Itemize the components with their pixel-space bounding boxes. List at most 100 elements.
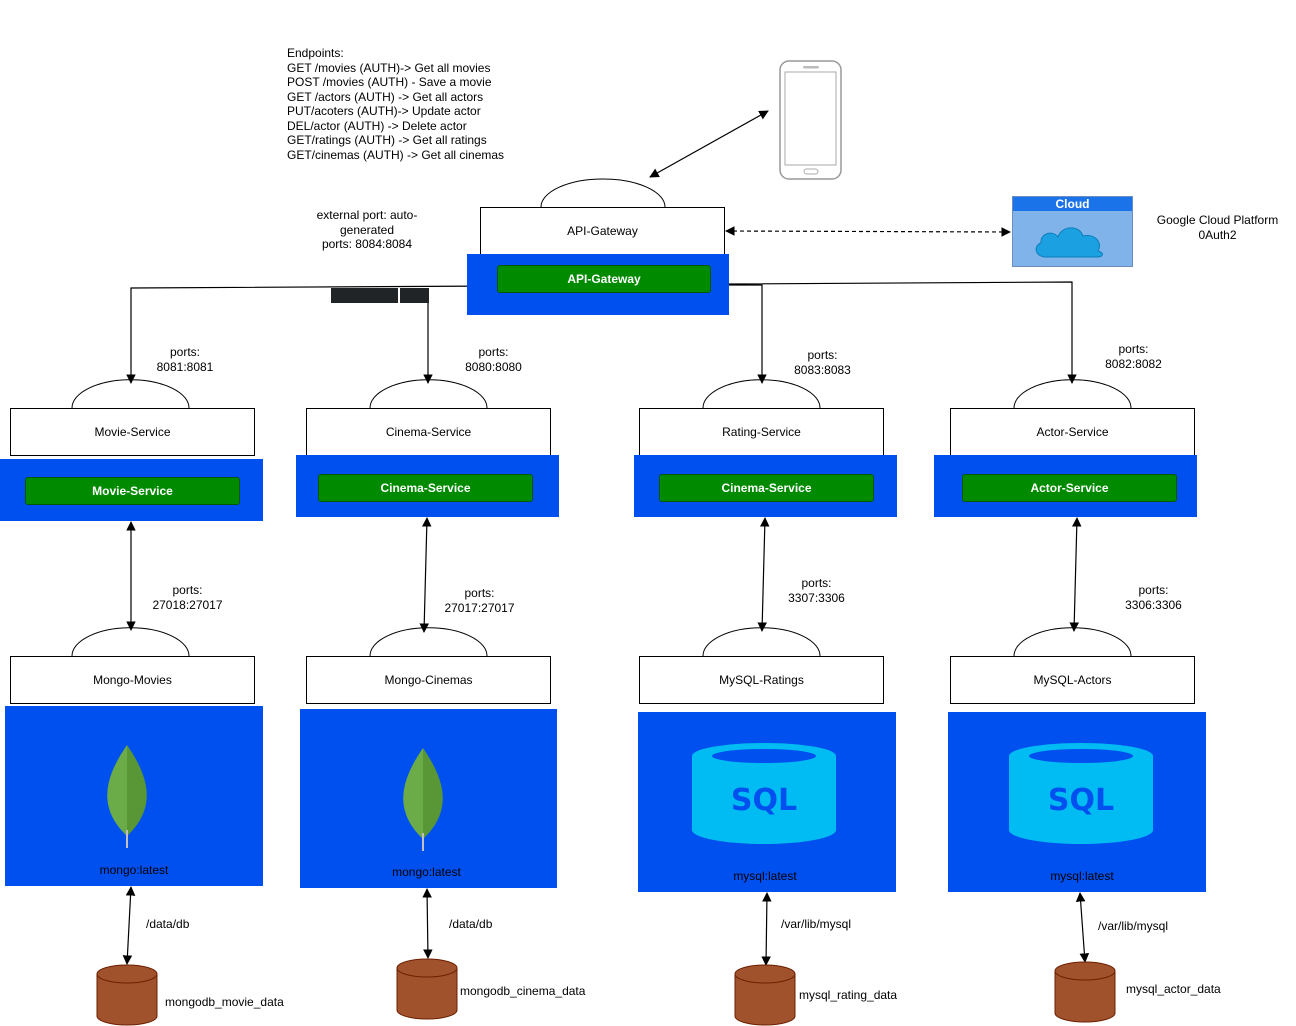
cloud-caption-line: Google Cloud Platform: [1156, 213, 1279, 227]
cinema-db-link: [419, 517, 432, 633]
mongo-cinemas-arc: [369, 627, 488, 657]
cinema-volume-path: /data/db: [449, 917, 493, 931]
ports-value: 27018:27017: [152, 597, 223, 612]
actor-volume-link: [1075, 892, 1090, 963]
endpoint-line: POST /movies (AUTH) - Save a movie: [287, 75, 492, 89]
actor-service-label: Actor-Service: [1036, 425, 1109, 439]
endpoint-line: GET/cinemas (AUTH) -> Get all cinemas: [287, 147, 505, 162]
mongo-movies-arc: [71, 627, 190, 657]
mysql-ratings-box[interactable]: MySQL-Ratings: [639, 656, 884, 704]
gateway-port-line: generated: [339, 222, 395, 237]
ports-value: 8080:8080: [465, 359, 522, 374]
ports-value: 8083:8083: [794, 362, 851, 377]
mongo-cinemas-image: mongo:latest: [300, 709, 557, 888]
rating-arc: [702, 379, 821, 409]
movie-service-label: Movie-Service: [94, 425, 171, 439]
rating-service-box[interactable]: Rating-Service: [639, 408, 884, 456]
mysql-actors-arc: [1013, 627, 1132, 657]
rating-volume-link: [761, 892, 772, 966]
mongodb-leaf-icon: [107, 745, 147, 848]
gateway-port-line: external port: auto-: [316, 208, 418, 222]
movie-db-ports: ports: 27018:27017: [140, 583, 235, 612]
rating-db-link: [757, 517, 770, 632]
actor-db-ports: ports: 3306:3306: [1106, 583, 1201, 612]
phone-gateway-link: [649, 110, 769, 178]
sql-database-icon: SQL: [692, 743, 836, 844]
mysql-ratings-image-label: mysql:latest: [733, 869, 797, 883]
ports-title: ports:: [478, 345, 509, 359]
actor-service-box[interactable]: Actor-Service: [950, 408, 1195, 456]
endpoints-title: Endpoints:: [287, 46, 344, 60]
mongodb-leaf-icon: [403, 748, 443, 851]
mongo-cinemas-box[interactable]: Mongo-Cinemas: [306, 656, 551, 704]
rating-db-ports: ports: 3307:3306: [769, 576, 864, 605]
volume-cylinder-icon: [1054, 961, 1116, 1023]
cloud-panel: Cloud: [1012, 196, 1133, 267]
ports-title: ports:: [464, 586, 495, 600]
actor-arc: [1013, 379, 1132, 409]
ports-value: 8082:8082: [1105, 356, 1162, 371]
cinema-arc: [369, 379, 488, 409]
movie-volume-link: [122, 886, 136, 965]
rating-volume-path: /var/lib/mysql: [781, 917, 852, 931]
gateway-container-text: API-Gateway: [567, 272, 641, 286]
cinema-db-ports: ports: 27017:27017: [432, 586, 527, 615]
gateway-container-label[interactable]: API-Gateway: [497, 265, 711, 293]
movie-service-container-label[interactable]: Movie-Service: [25, 477, 240, 505]
actor-service-ports: ports: 8082:8082: [1086, 342, 1181, 371]
mongo-movies-box[interactable]: Mongo-Movies: [10, 656, 255, 704]
endpoint-line: PUT/acoters (AUTH)-> Update actor: [287, 104, 481, 118]
rating-service-ports: ports: 8083:8083: [775, 348, 870, 377]
mongo-cinemas-label: Mongo-Cinemas: [384, 673, 473, 687]
container-label-text: Actor-Service: [1030, 481, 1109, 495]
endpoint-line: GET/ratings (AUTH) -> Get all ratings: [287, 133, 487, 147]
gateway-cloud-link: [725, 226, 1011, 237]
sql-database-icon: SQL: [1009, 743, 1153, 844]
ports-title: ports:: [1138, 583, 1169, 597]
cinema-service-box[interactable]: Cinema-Service: [306, 408, 551, 456]
cloud-header: Cloud: [1013, 197, 1132, 211]
endpoints-note: Endpoints: GET /movies (AUTH)-> Get all …: [287, 46, 504, 162]
rating-volume-name: mysql_rating_data: [799, 988, 898, 1002]
gateway-arc: [540, 178, 666, 208]
ports-value: 8081:8081: [156, 359, 214, 374]
mysql-actors-box[interactable]: MySQL-Actors: [950, 656, 1195, 704]
actor-volume-name: mysql_actor_data: [1126, 982, 1221, 996]
ports-title: ports:: [169, 345, 200, 359]
ports-title: ports:: [801, 576, 832, 590]
cinema-service-ports: ports: 8080:8080: [446, 345, 541, 374]
endpoint-line: GET /actors (AUTH) -> Get all actors: [287, 89, 484, 104]
actor-service-container-label[interactable]: Actor-Service: [962, 474, 1177, 502]
ports-title: ports:: [807, 348, 838, 362]
ports-value: 3306:3306: [1125, 597, 1182, 612]
endpoint-line: DEL/actor (AUTH) -> Delete actor: [287, 118, 467, 133]
mongo-movies-image: mongo:latest: [5, 706, 263, 886]
gateway-box-label: API-Gateway: [567, 224, 638, 238]
actor-volume-path: /var/lib/mysql: [1098, 919, 1169, 933]
ports-value: 3307:3306: [788, 590, 845, 605]
movie-volume-name: mongodb_movie_data: [165, 995, 284, 1009]
mysql-actors-image-label: mysql:latest: [1050, 869, 1114, 883]
connector-label-bar: [331, 288, 429, 303]
ports-value: 27017:27017: [444, 600, 515, 615]
movie-arc: [71, 379, 190, 409]
ports-title: ports:: [1118, 342, 1149, 356]
volume-cylinder-icon: [396, 958, 458, 1020]
rating-service-container-label[interactable]: Cinema-Service: [659, 474, 874, 502]
mysql-ratings-arc: [702, 627, 821, 657]
cinema-service-label: Cinema-Service: [385, 425, 472, 439]
movie-volume-path: /data/db: [146, 917, 190, 931]
movie-service-box[interactable]: Movie-Service: [10, 408, 255, 456]
smartphone-icon: [779, 60, 843, 186]
cloud-icon: [1035, 227, 1103, 258]
volume-cylinder-icon: [96, 964, 158, 1026]
mysql-ratings-label: MySQL-Ratings: [719, 673, 804, 687]
cinema-service-container-label[interactable]: Cinema-Service: [318, 474, 533, 502]
gateway-rating-link: [729, 284, 767, 384]
gateway-box[interactable]: API-Gateway: [480, 207, 725, 255]
mongo-movies-image-label: mongo:latest: [99, 863, 169, 877]
mysql-actors-image: SQL mysql:latest: [948, 712, 1206, 892]
gateway-ports-note: external port: auto- generated ports: 80…: [306, 208, 428, 252]
mysql-ratings-image: SQL mysql:latest: [638, 712, 896, 892]
